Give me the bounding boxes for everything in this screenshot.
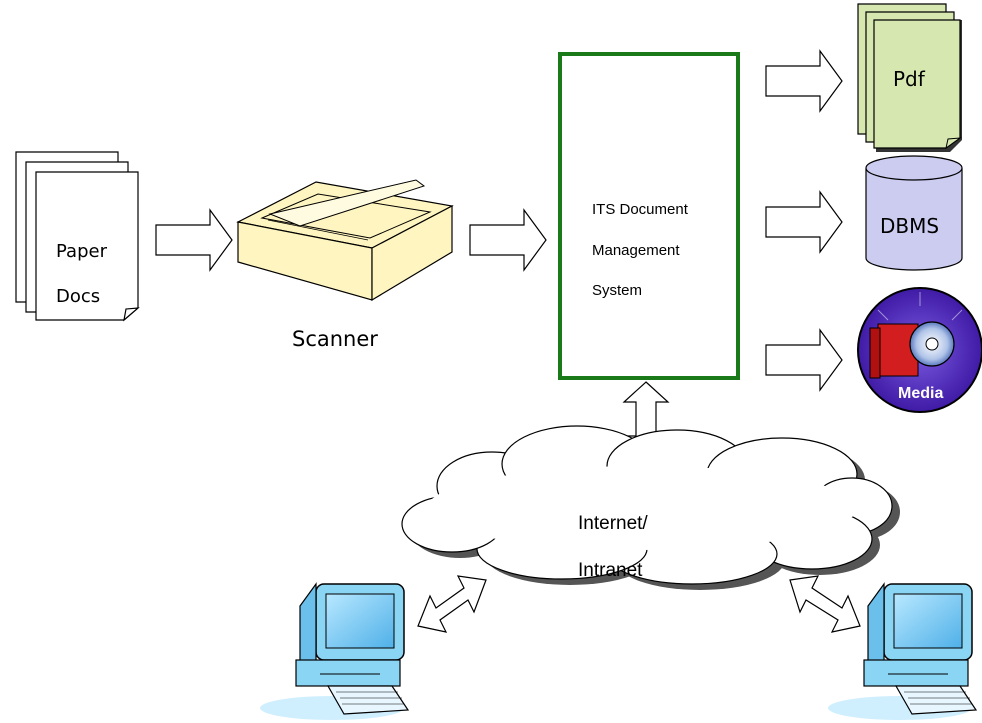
paper-docs-icon: [15, 151, 140, 322]
network-line1: Internet/: [578, 512, 648, 534]
pdf-label: Pdf: [893, 67, 925, 91]
arrow-dms-to-media: [765, 328, 843, 392]
network-label: Internet/ Intranet: [578, 488, 648, 607]
network-line2: Intranet: [578, 560, 643, 582]
dms-label: ITS Document Management System: [592, 180, 688, 322]
media-icon: [857, 287, 982, 413]
arrow-scanner-to-dms: [469, 208, 547, 272]
dbms-label: DBMS: [880, 214, 940, 238]
dms-line3: System: [592, 282, 643, 300]
paper-docs-line2: Docs: [56, 285, 101, 307]
arrow-docs-to-scanner: [155, 208, 233, 272]
right-computer-icon: [828, 582, 978, 720]
paper-docs-label: Paper Docs: [56, 218, 107, 331]
paper-docs-line1: Paper: [56, 240, 107, 262]
pdf-icon: [857, 3, 962, 152]
dms-box: [558, 52, 740, 380]
arrow-dms-to-dbms: [765, 190, 843, 254]
dms-line2: Management: [592, 241, 680, 259]
scanner-icon: [236, 179, 454, 302]
media-label: Media: [898, 385, 944, 402]
arrow-network-right-pc: [789, 575, 861, 633]
cloud-fill: [427, 466, 857, 550]
dms-line1: ITS Document: [592, 201, 688, 219]
left-computer-icon: [260, 582, 410, 720]
arrow-network-left-pc: [417, 575, 487, 633]
arrow-dms-to-pdf: [765, 49, 843, 113]
database-icon: [865, 155, 963, 271]
scanner-label: Scanner: [292, 327, 378, 351]
